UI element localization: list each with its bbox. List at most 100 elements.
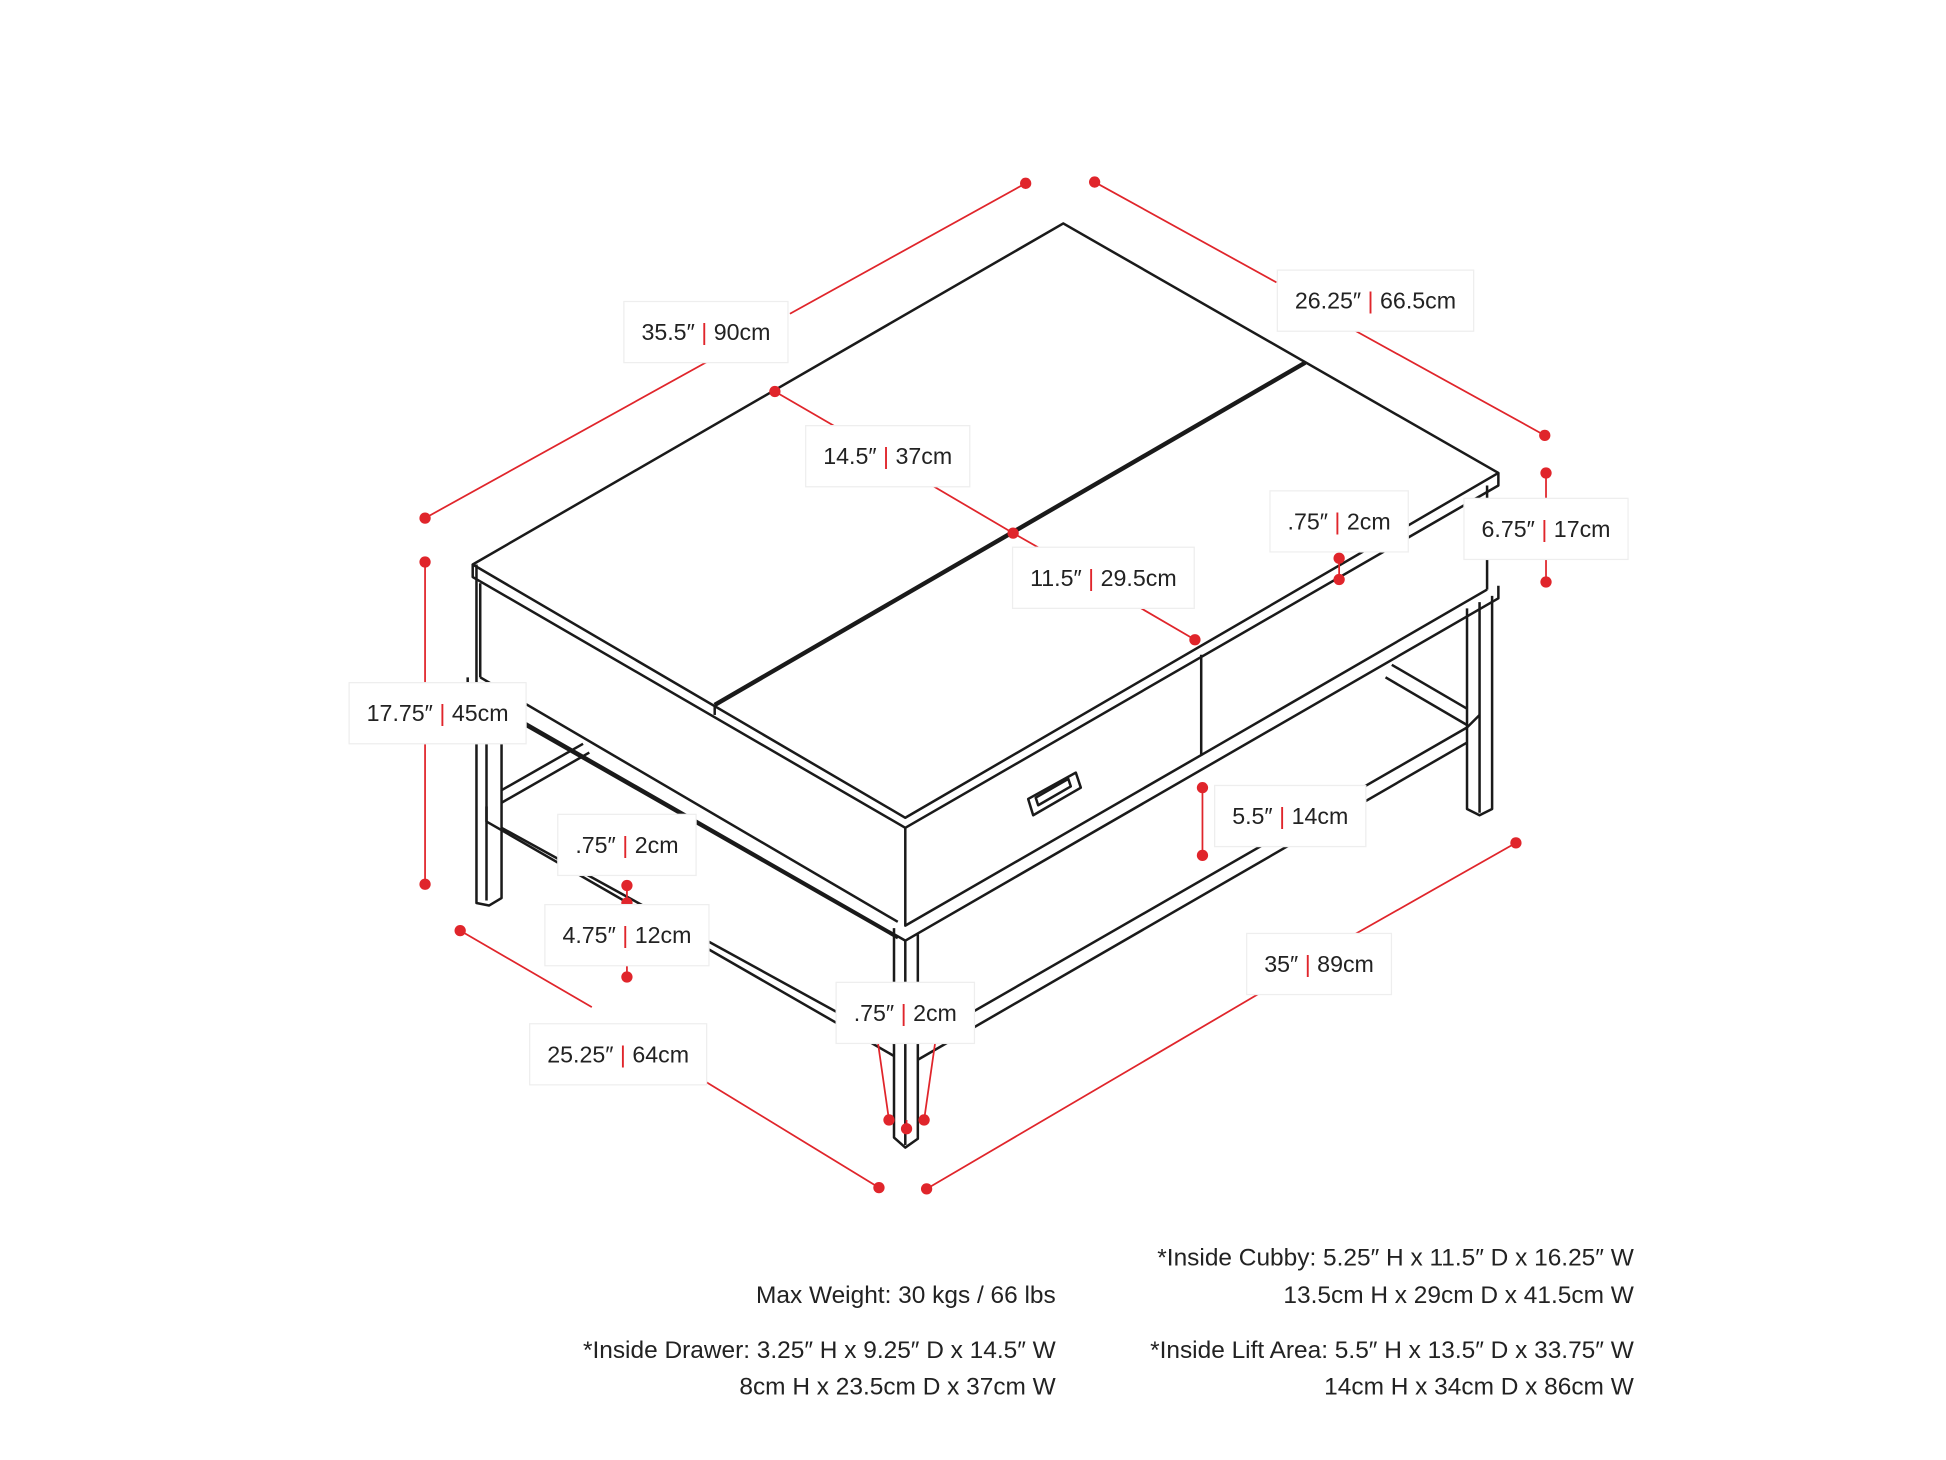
separator: |: [1328, 508, 1347, 534]
dimension-text: 35.5″ | 90cm: [641, 319, 770, 345]
dimension-label-cabinet-height: 6.75″ | 17cm: [1463, 497, 1629, 561]
lower-shelf-side-2: [1391, 663, 1468, 710]
dimension-cm: 12cm: [635, 922, 692, 948]
label-background: [805, 424, 971, 488]
separator: |: [616, 832, 635, 858]
dimension-text: 6.75″ | 17cm: [1482, 516, 1611, 542]
dimension-label-leg-width-span: 35″ | 89cm: [1246, 932, 1393, 996]
notes: Max Weight: 30 kgs / 66 lbs *Inside Draw…: [583, 1244, 1634, 1400]
dimension-label-leg-width: .75″ | 2cm: [835, 981, 976, 1045]
separator: |: [1298, 951, 1317, 977]
dimension-cm: 14cm: [1292, 803, 1349, 829]
dimension-inches: .75″: [575, 832, 615, 858]
leg-right: [1465, 595, 1494, 817]
dimension-label-overall-height: 17.75″ | 45cm: [348, 682, 527, 745]
dimension-cm: 64cm: [632, 1041, 689, 1067]
lower-shelf-front: [485, 806, 895, 1058]
lift-cm-note: 14cm H x 34cm D x 86cm W: [1324, 1374, 1634, 1401]
dimension-inches: 14.5″: [823, 443, 876, 469]
table-top: [471, 222, 1500, 820]
dimension-text: 26.25″ | 66.5cm: [1295, 288, 1456, 314]
separator: |: [695, 319, 714, 345]
dimension-text: .75″ | 2cm: [854, 1000, 957, 1026]
dimension-cm: 2cm: [635, 832, 679, 858]
dimension-text: 14.5″ | 37cm: [823, 443, 952, 469]
dimension-label-floor-clearance: 4.75″ | 12cm: [544, 903, 710, 967]
dimension-cm: 17cm: [1554, 516, 1611, 542]
dimension-text: 4.75″ | 12cm: [562, 922, 691, 948]
dimension-inches: .75″: [854, 1000, 894, 1026]
drawer-inch-note: *Inside Drawer: 3.25″ H x 9.25″ D x 14.5…: [583, 1337, 1056, 1364]
separator: |: [1361, 288, 1380, 314]
dimension-inches: 11.5″: [1030, 565, 1082, 591]
drawer-front: [904, 654, 1203, 927]
dimension-dots: [419, 176, 1552, 1195]
dimension-text: 11.5″ | 29.5cm: [1030, 565, 1177, 591]
cubby-inch-note: *Inside Cubby: 5.25″ H x 11.5″ D x 16.25…: [1157, 1244, 1633, 1271]
label-background: [835, 981, 976, 1045]
dimension-cm: 89cm: [1317, 951, 1374, 977]
dimension-cm: 2cm: [1347, 508, 1391, 534]
dimension-cm: 37cm: [896, 443, 953, 469]
lower-shelf-side: [1384, 676, 1468, 727]
dimension-text: 17.75″ | 45cm: [367, 700, 509, 726]
label-background: [348, 682, 527, 745]
dimension-label-shelf-clearance: 5.5″ | 14cm: [1214, 784, 1367, 848]
dimension-label-shelf-thickness: .75″ | 2cm: [557, 813, 697, 877]
dimension-text: 25.25″ | 64cm: [547, 1041, 689, 1067]
leg-left: [475, 564, 503, 907]
max-weight-note: Max Weight: 30 kgs / 66 lbs: [756, 1282, 1056, 1309]
dimension-cm: 66.5cm: [1380, 288, 1456, 314]
dimension-cm: 45cm: [452, 700, 509, 726]
dimension-label-leg-depth-span: 25.25″ | 64cm: [529, 1023, 708, 1086]
lower-shelf-back-2: [500, 742, 584, 792]
dimension-inches: 6.75″: [1482, 516, 1535, 542]
dimension-inches: 5.5″: [1232, 803, 1272, 829]
label-background: [1269, 490, 1409, 553]
dimension-label-overall-depth: 26.25″ | 66.5cm: [1276, 269, 1475, 332]
separator: |: [1535, 516, 1554, 542]
dimension-inches: 25.25″: [547, 1041, 613, 1067]
dimension-cm: 90cm: [714, 319, 771, 345]
label-background: [1011, 546, 1195, 609]
dimension-cm: 2cm: [913, 1000, 957, 1026]
separator: |: [877, 443, 896, 469]
drawer-cm-note: 8cm H x 23.5cm D x 37cm W: [739, 1374, 1055, 1401]
dimension-label-lid-depth: 14.5″ | 37cm: [805, 424, 971, 488]
dimension-inches: .75″: [1288, 508, 1328, 534]
dimension-text: 35″ | 89cm: [1264, 951, 1374, 977]
lower-shelf-right-2: [917, 741, 1468, 1061]
label-background: [544, 903, 710, 967]
cabinet-left-bottom: [479, 676, 899, 923]
dimension-text: 5.5″ | 14cm: [1232, 803, 1348, 829]
cabinet-right-bottom: [1200, 588, 1488, 757]
label-background: [1214, 784, 1367, 848]
cubby-cm-note: 13.5cm H x 29cm D x 41.5cm W: [1283, 1282, 1633, 1309]
lower-shelf-right: [917, 714, 1481, 1045]
drawer-handle-icon: [1026, 771, 1083, 817]
label-background: [557, 813, 697, 877]
coffee-table-drawing: [466, 222, 1500, 1149]
label-background: [623, 300, 789, 364]
label-background: [1276, 269, 1475, 332]
label-background: [529, 1023, 708, 1086]
dimension-inches: 35.5″: [641, 319, 694, 345]
separator: |: [1082, 565, 1101, 591]
separator: |: [613, 1041, 632, 1067]
dimension-text: .75″ | 2cm: [1288, 508, 1391, 534]
leg-front: [892, 928, 920, 1149]
dimension-inches: 4.75″: [562, 922, 615, 948]
separator: |: [616, 922, 635, 948]
dimension-inches: 35″: [1264, 951, 1298, 977]
dimension-text: .75″ | 2cm: [575, 832, 678, 858]
label-background: [1463, 497, 1629, 561]
lower-shelf-back: [500, 751, 590, 804]
separator: |: [433, 700, 452, 726]
dimension-inches: 26.25″: [1295, 288, 1361, 314]
separator: |: [1273, 803, 1292, 829]
dimension-label-top-thickness: .75″ | 2cm: [1269, 490, 1409, 553]
separator: |: [894, 1000, 913, 1026]
dimension-label-lid-rear-depth: 11.5″ | 29.5cm: [1011, 546, 1195, 609]
